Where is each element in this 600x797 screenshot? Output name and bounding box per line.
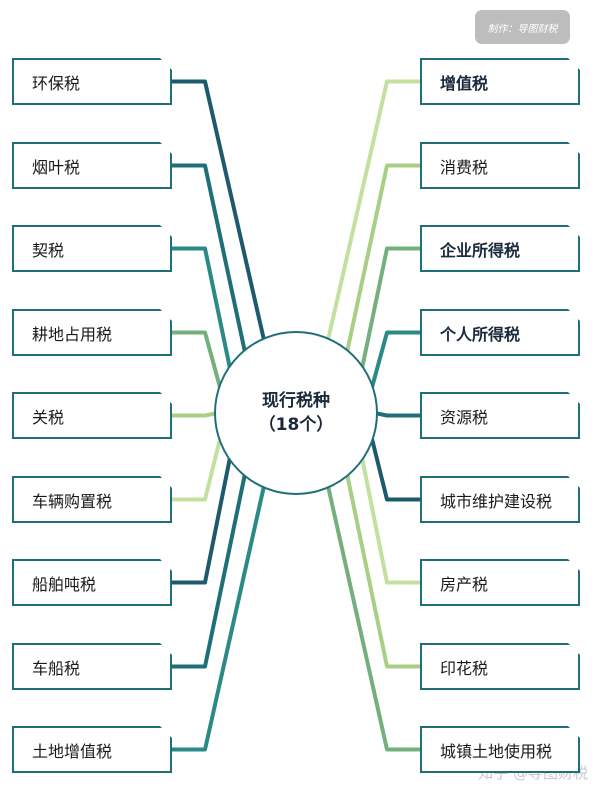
center-node: 现行税种 （18个） bbox=[214, 331, 378, 495]
tax-label: 消费税 bbox=[440, 157, 489, 177]
left-tax-box: 车船税 bbox=[12, 643, 172, 690]
tax-label: 城镇土地使用税 bbox=[440, 741, 553, 761]
right-tax-box: 消费税 bbox=[420, 142, 580, 189]
right-connector-8 bbox=[326, 485, 420, 752]
tax-label: 车辆购置税 bbox=[32, 491, 113, 511]
left-connector-8 bbox=[172, 485, 266, 752]
center-count: （18个） bbox=[258, 415, 334, 435]
tax-label: 城市维护建设税 bbox=[440, 491, 553, 511]
right-tax-box: 资源税 bbox=[420, 392, 580, 439]
right-tax-box: 个人所得税 bbox=[420, 309, 580, 356]
right-connector-6 bbox=[359, 456, 420, 585]
corner-fold bbox=[568, 643, 580, 655]
left-connector-5 bbox=[172, 435, 223, 502]
tax-label: 企业所得税 bbox=[440, 240, 521, 260]
tax-label: 关税 bbox=[32, 407, 65, 427]
corner-fold bbox=[160, 559, 172, 571]
corner-fold bbox=[568, 58, 580, 70]
right-connector-2 bbox=[359, 246, 420, 370]
corner-fold bbox=[160, 225, 172, 237]
tax-label: 车船税 bbox=[32, 658, 81, 678]
corner-fold bbox=[160, 309, 172, 321]
tax-label: 资源税 bbox=[440, 407, 489, 427]
left-connector-4 bbox=[172, 411, 218, 418]
right-connector-5 bbox=[369, 435, 420, 502]
corner-fold bbox=[568, 476, 580, 488]
left-connector-7 bbox=[172, 473, 247, 669]
tax-label: 印花税 bbox=[440, 658, 489, 678]
left-tax-box: 耕地占用税 bbox=[12, 309, 172, 356]
left-tax-box: 土地增值税 bbox=[12, 726, 172, 773]
corner-fold bbox=[568, 225, 580, 237]
corner-fold bbox=[160, 476, 172, 488]
left-connector-6 bbox=[172, 456, 233, 585]
corner-fold bbox=[568, 309, 580, 321]
left-connector-1 bbox=[172, 163, 247, 353]
tax-label: 房产税 bbox=[440, 574, 489, 594]
right-tax-box: 增值税 bbox=[420, 58, 580, 105]
center-title: 现行税种 bbox=[262, 391, 330, 411]
credit-badge: 制作：导图财税 bbox=[475, 10, 570, 44]
tax-label: 环保税 bbox=[32, 73, 81, 93]
right-connector-3 bbox=[369, 330, 420, 391]
corner-fold bbox=[568, 142, 580, 154]
tax-label: 增值税 bbox=[440, 73, 489, 93]
left-tax-box: 关税 bbox=[12, 392, 172, 439]
tax-label: 烟叶税 bbox=[32, 157, 81, 177]
left-tax-box: 契税 bbox=[12, 225, 172, 272]
right-tax-box: 印花税 bbox=[420, 643, 580, 690]
corner-fold bbox=[160, 726, 172, 738]
tax-label: 耕地占用税 bbox=[32, 324, 113, 344]
tax-label: 契税 bbox=[32, 240, 65, 260]
corner-fold bbox=[568, 726, 580, 738]
tax-label: 土地增值税 bbox=[32, 741, 113, 761]
tax-label: 船舶吨税 bbox=[32, 574, 97, 594]
right-tax-box: 企业所得税 bbox=[420, 225, 580, 272]
left-tax-box: 车辆购置税 bbox=[12, 476, 172, 523]
corner-fold bbox=[160, 643, 172, 655]
corner-fold bbox=[160, 392, 172, 404]
tax-label: 个人所得税 bbox=[440, 324, 521, 344]
right-connector-7 bbox=[345, 473, 420, 669]
right-connector-4 bbox=[374, 411, 420, 418]
right-connector-0 bbox=[326, 79, 420, 341]
left-tax-box: 船舶吨税 bbox=[12, 559, 172, 606]
corner-fold bbox=[568, 392, 580, 404]
left-connector-0 bbox=[172, 79, 266, 341]
right-connector-1 bbox=[345, 163, 420, 353]
left-tax-box: 烟叶税 bbox=[12, 142, 172, 189]
right-tax-box: 城市维护建设税 bbox=[420, 476, 580, 523]
corner-fold bbox=[568, 559, 580, 571]
corner-fold bbox=[160, 58, 172, 70]
right-tax-box: 房产税 bbox=[420, 559, 580, 606]
left-connector-2 bbox=[172, 246, 233, 370]
left-connector-3 bbox=[172, 330, 223, 391]
right-tax-box: 城镇土地使用税 bbox=[420, 726, 580, 773]
corner-fold bbox=[160, 142, 172, 154]
left-tax-box: 环保税 bbox=[12, 58, 172, 105]
